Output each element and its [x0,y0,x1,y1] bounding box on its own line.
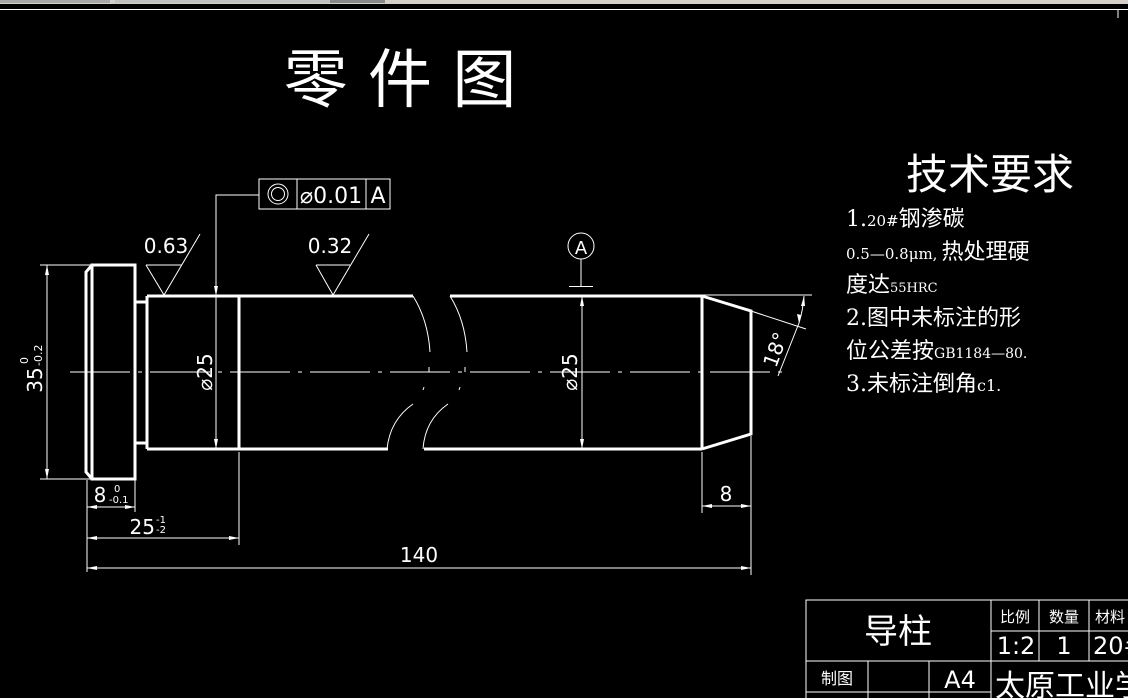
svg-text:0.63: 0.63 [144,234,189,258]
svg-text:20#: 20# [1093,632,1128,660]
svg-text:⌀25: ⌀25 [193,353,217,391]
toolbar-tab[interactable] [115,0,385,3]
toolbar-tab[interactable] [0,0,110,3]
svg-text:⌀25: ⌀25 [558,353,582,391]
svg-text:1: 1 [1056,632,1071,660]
svg-text:比例: 比例 [1000,608,1030,626]
part-shaft [145,294,753,451]
svg-text:A4: A4 [944,666,976,694]
svg-text:-2: -2 [156,525,166,536]
dim-head-diameter: 35 0 -0.2 [18,264,92,480]
svg-text:-1: -1 [156,515,166,526]
tech-line-3: 度达55HRC [846,273,938,298]
dim-shaft-diameter-right: ⌀25 [558,296,584,449]
dim-chamfer-length: 8 [702,482,751,508]
dim-total-length: 140 [87,543,751,570]
svg-text:-0.2: -0.2 [32,345,45,366]
dim-head-width: 8 0 -0.1 [87,483,135,509]
tech-line-5: 位公差按GB1184—80. [846,339,1027,364]
part-head [84,263,147,481]
svg-text:材料: 材料 [1095,608,1125,626]
part-name: 导柱 [864,612,932,652]
svg-text:数量: 数量 [1049,608,1079,626]
tolerance-datum: A [370,184,385,209]
svg-text:25: 25 [130,515,155,539]
technical-requirements: 技术要求 1.20#钢渗碳 0.5—0.8μm,热处理硬 度达55HRC 2.图… [846,150,1074,397]
tech-line-6: 3.未标注倒角c1. [846,372,1001,397]
svg-text:18°: 18° [758,329,793,371]
toolbar-tab[interactable] [330,0,385,3]
svg-text:8: 8 [94,483,107,507]
dim-chamfer-angle: 18° [702,294,812,377]
school-name: 太原工业学院 [995,669,1128,698]
svg-text:0: 0 [114,484,120,495]
tolerance-value: ⌀0.01 [300,184,362,209]
dim-shoulder-length: 25 -1 -2 [87,515,239,540]
svg-text:140: 140 [400,543,438,567]
roughness-symbol-2: 0.32 [308,233,370,296]
window-top-strip [0,0,1128,4]
datum-symbol: A [567,232,595,287]
title-block: 导柱 比例 数量 材料 1:2 1 20# 制图 A4 太原工业学院 [805,599,1128,698]
svg-text:35: 35 [23,367,47,392]
dim-shaft-diameter-left: ⌀25 [193,296,218,449]
tech-requirements-title: 技术要求 [906,150,1074,199]
svg-text:制图: 制图 [821,669,853,688]
svg-text:8: 8 [720,482,733,506]
roughness-symbol-1: 0.63 [144,233,201,296]
geometric-tolerance-frame: ⌀0.01 A [214,178,391,296]
svg-text:A: A [575,238,588,259]
tech-line-2: 0.5—0.8μm,热处理硬 [846,240,1029,265]
drawing-title: 零 件 图 [284,44,517,118]
svg-text:0.32: 0.32 [308,234,353,258]
tech-line-4: 2.图中未标注的形 [846,306,1021,331]
tech-line-1: 1.20#钢渗碳 [846,207,965,232]
svg-text:0: 0 [18,357,31,364]
break-lines [386,295,468,450]
svg-text:-0.1: -0.1 [109,495,129,506]
concentricity-icon [267,183,289,205]
svg-text:1:2: 1:2 [997,632,1036,660]
